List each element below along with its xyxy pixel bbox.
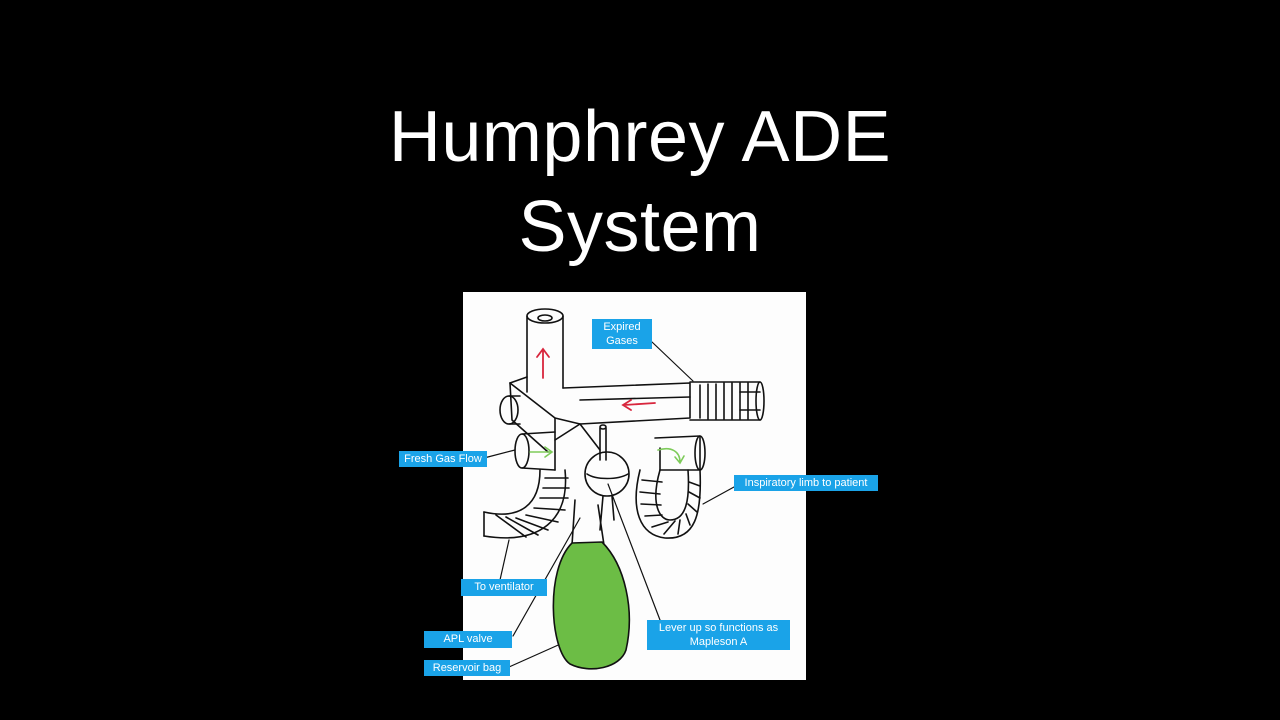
valve-block [499,376,691,471]
label-apl-valve: APL valve [424,631,512,648]
label-inspiratory-limb: Inspiratory limb to patient [734,475,878,491]
label-expired-gases: Expired Gases [592,319,652,349]
lever-text: Lever up so functions as Mapleson A [658,622,779,648]
label-lever-mapleson-a: Lever up so functions as Mapleson A [647,620,790,650]
fresh-gas-flow-text: Fresh Gas Flow [404,453,482,465]
to-ventilator-text: To ventilator [474,581,534,593]
expired-gases-text: Expired Gases [603,321,641,347]
label-to-ventilator: To ventilator [461,579,547,596]
ventilator-hose [483,469,570,539]
red-flow-arrows [536,347,656,411]
title-line-1: Humphrey ADE [388,97,892,177]
green-flow-arrows [529,446,685,465]
inspiratory-hose [635,435,706,539]
leader-lines [483,341,735,668]
label-fresh-gas-flow: Fresh Gas Flow [399,451,487,467]
slide-title: Humphrey ADE System [0,92,1280,272]
exhaust-port [526,308,564,393]
reservoir-bag-text: Reservoir bag [432,662,502,674]
reservoir-bag [552,541,631,670]
expiratory-tube [689,381,765,421]
apl-valve-lever [584,424,630,531]
title-line-2: System [518,187,762,267]
label-reservoir-bag: Reservoir bag [424,660,510,676]
fresh-gas-inlet [514,431,556,471]
inspiratory-limb-text: Inspiratory limb to patient [744,477,868,489]
apl-valve-text: APL valve [443,633,493,645]
